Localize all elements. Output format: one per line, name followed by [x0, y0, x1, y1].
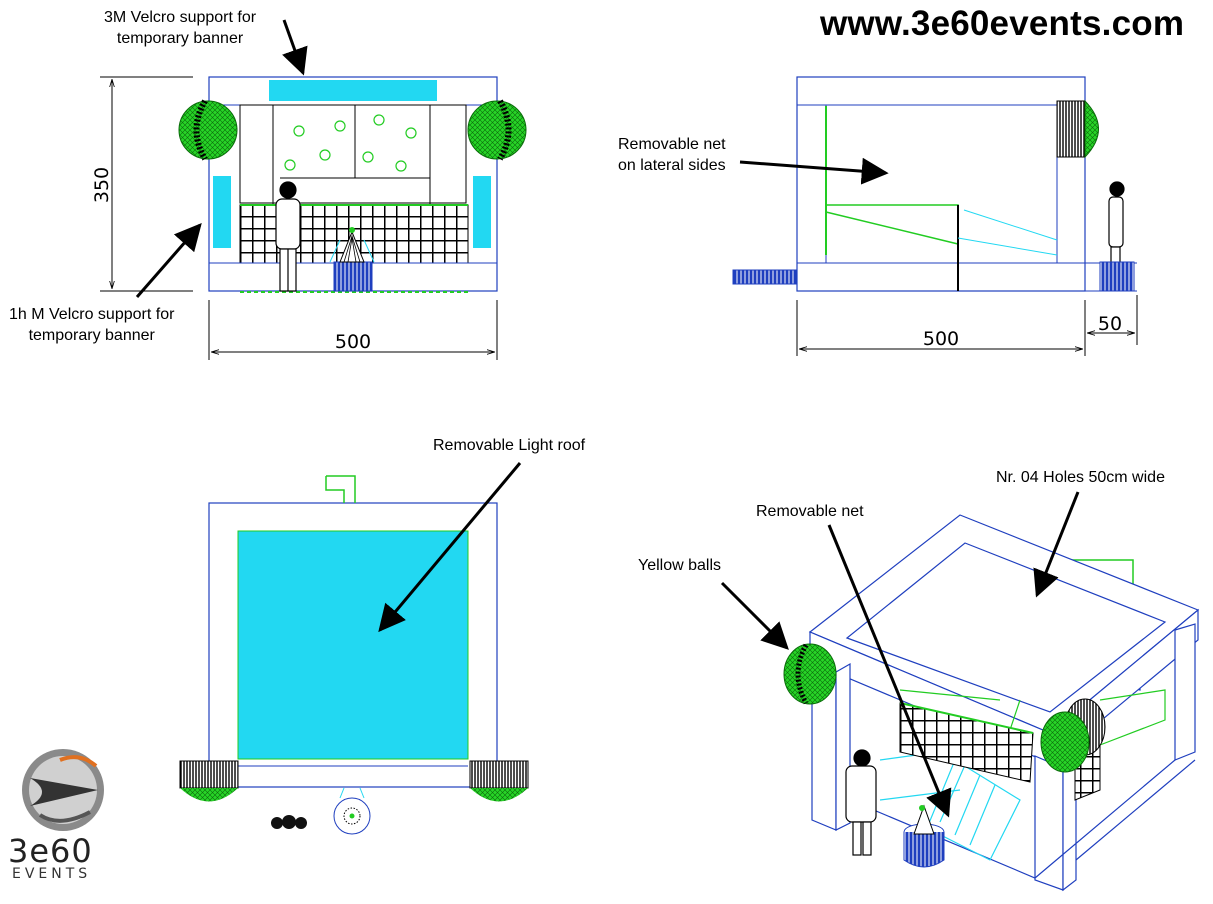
front-view: 350 500 [91, 76, 527, 360]
front-ball-right [467, 99, 527, 161]
front-wall-holes [284, 114, 417, 172]
front-ball-left [178, 99, 238, 161]
top-view [179, 475, 529, 835]
label-yellow-balls: Yellow balls [638, 557, 722, 574]
side-banner-left [213, 176, 231, 248]
dim-front-width: 500 [335, 331, 371, 353]
iso-ball-right [1040, 698, 1106, 773]
side-banner-right [473, 176, 491, 248]
label-light-roof: Removable Light roof [433, 437, 586, 454]
label-removable-net: Removable net [756, 503, 864, 520]
logo-tagline: EVENTS [12, 866, 92, 882]
side-entry-stairs [732, 269, 798, 285]
dim-side-extra: 50 [1098, 313, 1122, 335]
top-ball-left [179, 760, 239, 802]
front-person [275, 181, 301, 292]
side-person [1108, 181, 1125, 268]
side-view: 500 50 [732, 76, 1138, 356]
website-url[interactable]: www.3e60events.com [820, 4, 1185, 43]
brand-logo [22, 749, 104, 831]
side-ball [1056, 100, 1086, 158]
top-ball-right [469, 760, 529, 802]
dim-front-height: 350 [91, 167, 113, 203]
label-side-banner: 1h M Velcro support for temporary banner [9, 306, 175, 344]
annotation-arrows [135, 19, 1080, 818]
top-cannon [333, 787, 371, 835]
front-cannon [329, 227, 375, 292]
label-lateral-net: Removable net on lateral sides [618, 136, 726, 174]
label-top-banner: 3M Velcro support for temporary banner [104, 9, 257, 47]
iso-person [845, 749, 877, 856]
iso-cannon [903, 804, 945, 868]
top-person [271, 815, 307, 829]
iso-ball-left [783, 643, 837, 705]
logo-brand-text: 3e60 [8, 832, 93, 870]
dim-side-width: 500 [923, 328, 959, 350]
label-holes: Nr. 04 Holes 50cm wide [996, 469, 1165, 486]
